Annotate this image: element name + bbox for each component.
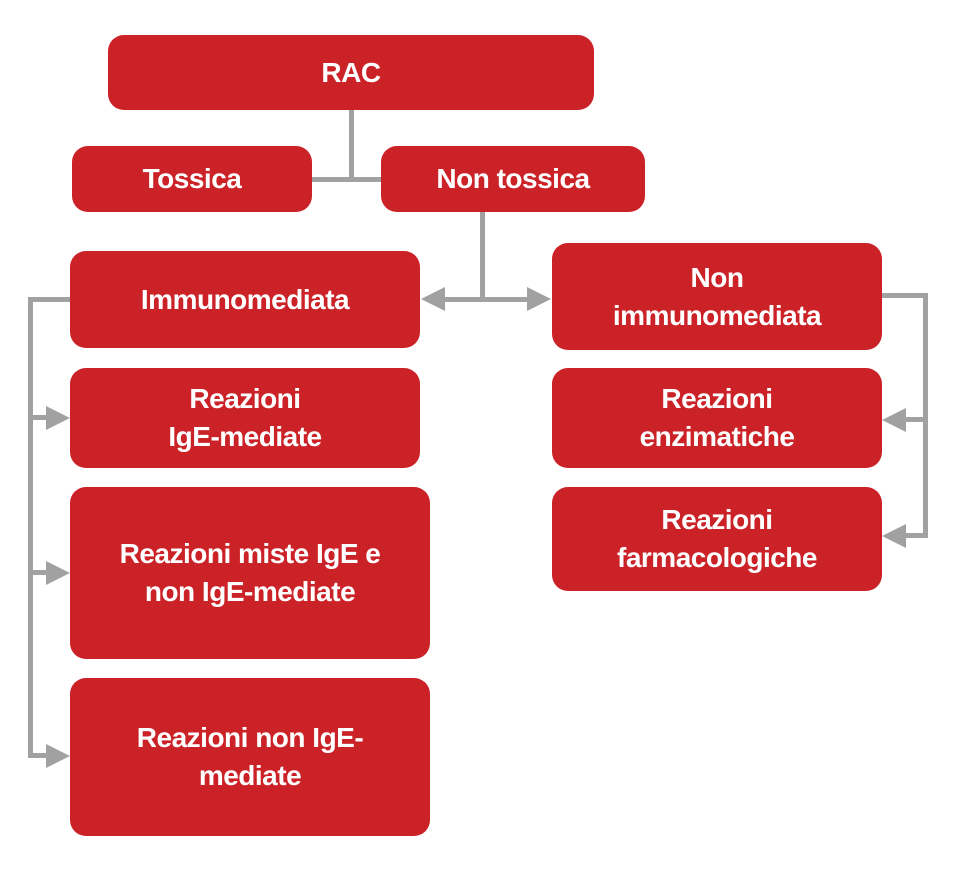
node-non-immunomediata-label-line1: Non: [690, 261, 744, 293]
arrowhead-to-reazioni-farmacologiche: [882, 524, 906, 548]
connector-nontossica-stem-vertical: [480, 212, 485, 300]
connector-left-rail-vertical: [28, 297, 33, 758]
arrowhead-to-reazioni-ige: [46, 406, 70, 430]
node-non-tossica: Non tossica: [381, 146, 645, 212]
node-reazioni-farmacologiche-label-line1: Reazioni: [661, 504, 773, 535]
node-immunomediata: Immunomediata: [70, 251, 420, 348]
node-tossica-label: Tossica: [142, 163, 242, 194]
node-immunomediata-label: Immunomediata: [140, 283, 350, 315]
node-reazioni-ige-label-line2: IgE-mediate: [168, 421, 322, 452]
node-reazioni-farmacologiche-label-line2: farmacologiche: [617, 542, 817, 573]
node-tossica: Tossica: [72, 146, 312, 212]
node-rac: RAC: [108, 35, 594, 110]
connector-branch-farmacologiche-horizontal: [903, 533, 923, 538]
node-reazioni-non-ige-label-line2: mediate: [198, 760, 302, 791]
node-non-immunomediata-label-line2: immunomediata: [612, 299, 822, 331]
arrowhead-to-immunomediata: [421, 287, 445, 311]
node-reazioni-miste-label-line1: Reazioni miste IgE e: [119, 538, 381, 569]
connector-tossica-nontossica-horizontal: [311, 177, 389, 182]
node-reazioni-miste: Reazioni miste IgE e non IgE-mediate: [70, 487, 430, 659]
connector-branch-nonige-horizontal: [31, 753, 51, 758]
connector-right-rail-vertical: [923, 293, 928, 538]
arrowhead-to-reazioni-enzimatiche: [882, 408, 906, 432]
connector-branch-ige-horizontal: [31, 415, 51, 420]
node-reazioni-farmacologiche: Reazioni farmacologiche: [552, 487, 882, 591]
node-reazioni-ige-label-line1: Reazioni: [189, 383, 301, 414]
node-reazioni-enzimatiche-label-line1: Reazioni: [661, 383, 773, 414]
arrowhead-to-reazioni-miste: [46, 561, 70, 585]
node-reazioni-non-ige-mediate: Reazioni non IgE- mediate: [70, 678, 430, 836]
node-rac-label: RAC: [321, 56, 381, 88]
node-reazioni-non-ige-label-line1: Reazioni non IgE-: [136, 722, 364, 753]
node-reazioni-enzimatiche-label-line2: enzimatiche: [639, 421, 795, 452]
node-non-immunomediata: Non immunomediata: [552, 243, 882, 350]
connector-non-immunomediata-elbow-horizontal: [882, 293, 928, 298]
node-non-tossica-label: Non tossica: [436, 163, 590, 194]
connector-immunomediata-elbow-horizontal: [28, 297, 70, 302]
node-reazioni-ige-mediate: Reazioni IgE-mediate: [70, 368, 420, 468]
connector-split-horizontal: [443, 297, 528, 302]
connector-rac-stem-vertical: [349, 110, 354, 182]
arrowhead-to-reazioni-non-ige: [46, 744, 70, 768]
node-reazioni-miste-label-line2: non IgE-mediate: [144, 576, 356, 607]
node-reazioni-enzimatiche: Reazioni enzimatiche: [552, 368, 882, 468]
arrowhead-to-non-immunomediata: [527, 287, 551, 311]
connector-branch-miste-horizontal: [31, 570, 51, 575]
connector-branch-enzimatiche-horizontal: [903, 417, 923, 422]
